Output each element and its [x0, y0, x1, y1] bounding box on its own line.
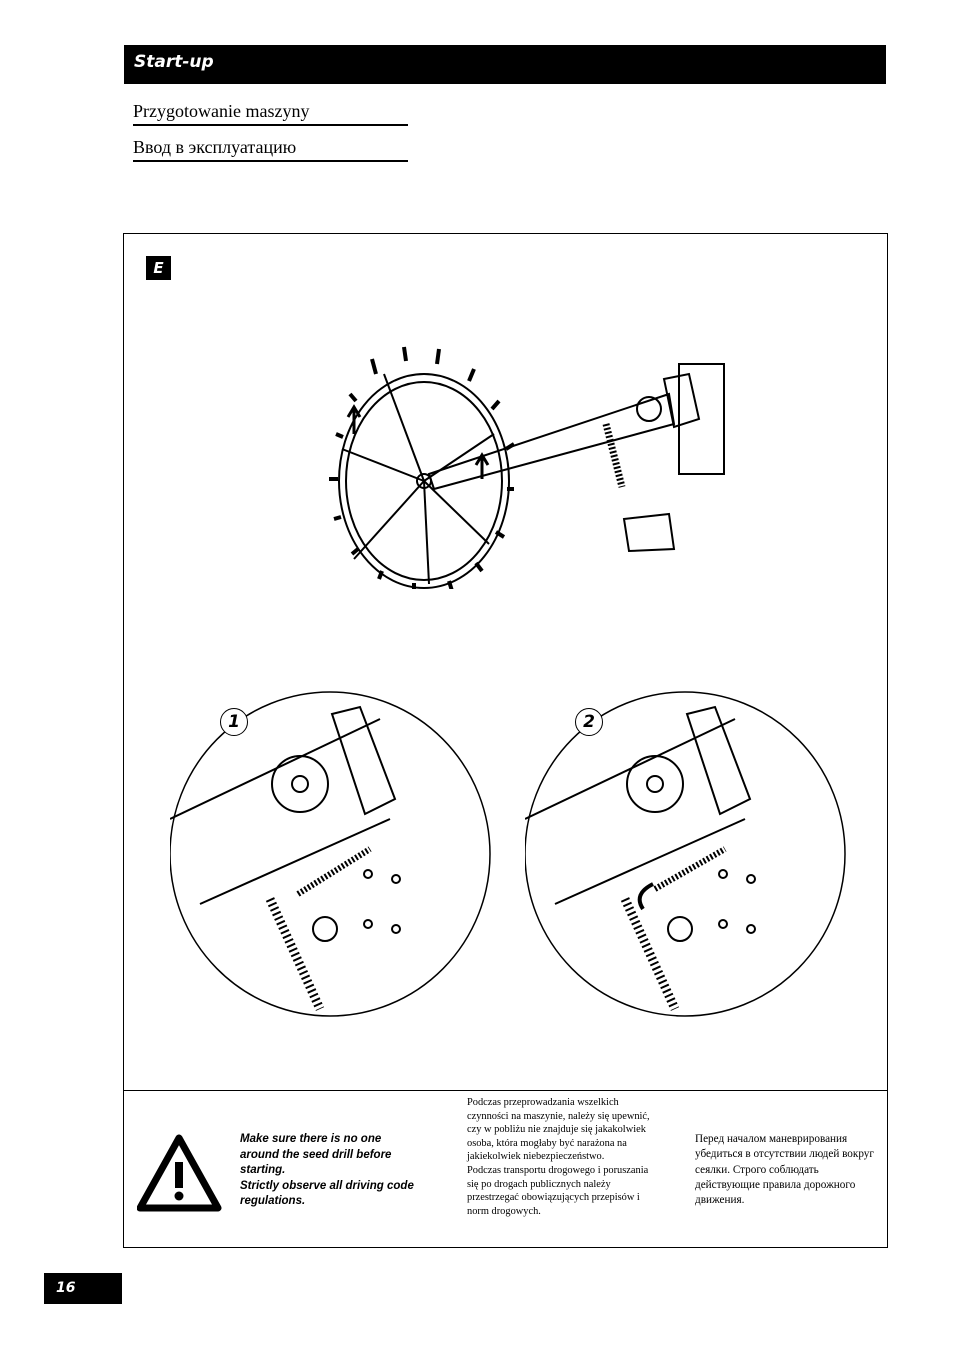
warning-triangle-icon [137, 1134, 222, 1212]
detail-2-illustration [525, 691, 846, 1017]
page-number: 16 [44, 1273, 122, 1304]
warning-en-line-2: Strictly observe all driving code regula… [240, 1179, 414, 1208]
detail-1-label: 1 [220, 708, 248, 736]
spiked-wheel-illustration [329, 346, 725, 589]
warning-pl-line-2: Podczas transportu drogowego i poruszani… [467, 1164, 649, 1217]
figure-frame: E [123, 233, 888, 1248]
subtitle-polish: Przygotowanie maszyny [133, 101, 408, 126]
detail-1-illustration [170, 691, 491, 1017]
detail-2-label: 2 [575, 708, 603, 736]
warning-text-english: Make sure there is no one around the see… [240, 1132, 420, 1210]
warning-divider [124, 1090, 887, 1091]
figure-badge: E [146, 256, 171, 280]
subtitle-russian: Ввод в эксплуатацию [133, 137, 408, 162]
warning-pl-line-1: Podczas przeprowadzania wszelkich czynno… [467, 1097, 650, 1163]
warning-en-line-1: Make sure there is no one around the see… [240, 1133, 392, 1176]
warning-text-russian: Перед началом маневрирования убедиться в… [695, 1133, 874, 1207]
warning-text-polish: Podczas przeprowadzania wszelkich czynno… [467, 1096, 657, 1218]
section-header: Start-up [124, 45, 886, 84]
section-title: Start-up [134, 52, 214, 72]
